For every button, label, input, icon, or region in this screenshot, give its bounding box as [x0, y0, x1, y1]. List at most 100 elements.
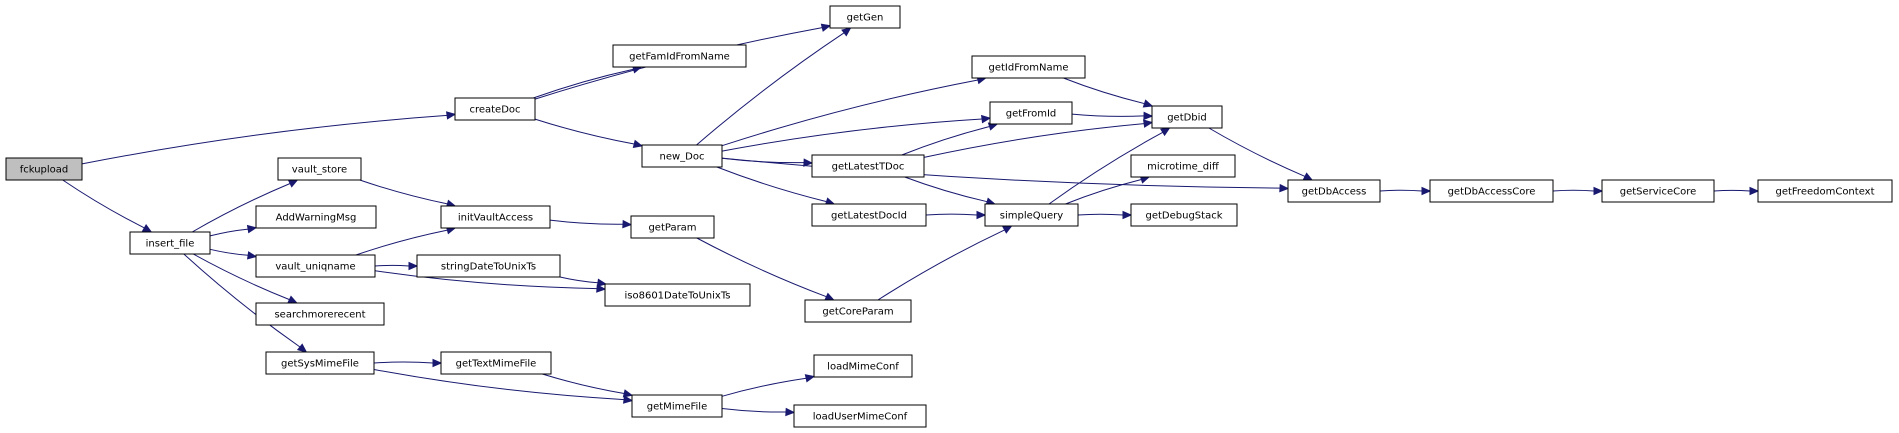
node-label: getDbAccessCore — [1448, 187, 1536, 198]
arrowhead — [432, 358, 443, 368]
node-getSysMimeFile[interactable]: getSysMimeFile — [265, 351, 375, 375]
node-loadUserMimeConf[interactable]: loadUserMimeConf — [793, 404, 927, 428]
node-label: getParam — [648, 223, 696, 234]
node-label: getDebugStack — [1146, 211, 1223, 222]
node-getParam[interactable]: getParam — [630, 215, 715, 239]
node-label: new_Doc — [660, 152, 705, 163]
arrowhead — [820, 23, 832, 32]
node-label: insert_file — [146, 239, 195, 250]
node-box — [813, 354, 913, 378]
edge-getLatestTDoc-to-simpleQuery — [904, 176, 997, 206]
node-searchmorerecent[interactable]: searchmorerecent — [255, 302, 385, 326]
arrowhead — [623, 395, 634, 404]
node-box — [811, 154, 925, 178]
arrowhead — [1302, 172, 1314, 181]
node-box — [604, 283, 751, 307]
node-label: getFamIdFromName — [629, 52, 730, 63]
node-vault_store[interactable]: vault_store — [277, 157, 362, 181]
node-label: getMimeFile — [647, 402, 707, 413]
node-getIdFromName[interactable]: getIdFromName — [971, 55, 1086, 79]
node-box — [793, 404, 927, 428]
node-getServiceCore[interactable]: getServiceCore — [1601, 179, 1715, 203]
node-getCoreParam[interactable]: getCoreParam — [804, 299, 912, 323]
node-label: vault_store — [292, 165, 347, 176]
edge-stringDateToUnixTs-to-iso8601DateToUnixTs — [559, 276, 608, 287]
edge-line — [1063, 77, 1145, 105]
node-getFromId[interactable]: getFromId — [989, 101, 1073, 125]
edge-getLatestTDoc-to-getDbid — [923, 119, 1154, 158]
node-iso8601DateToUnixTs[interactable]: iso8601DateToUnixTs — [604, 283, 751, 307]
node-simpleQuery[interactable]: simpleQuery — [984, 203, 1079, 227]
edge-simpleQuery-to-getDbid — [1048, 127, 1171, 205]
edge-line — [549, 219, 624, 225]
node-initVaultAccess[interactable]: initVaultAccess — [440, 205, 551, 229]
node-box — [631, 394, 723, 418]
arrowhead — [246, 224, 258, 234]
node-getDebugStack[interactable]: getDebugStack — [1130, 203, 1238, 227]
node-box — [804, 299, 912, 323]
edge-getSysMimeFile-to-getMimeFile — [373, 369, 634, 404]
node-getDbid[interactable]: getDbid — [1151, 105, 1223, 129]
arrowhead — [1142, 119, 1154, 128]
arrowhead — [1279, 183, 1290, 193]
edge-line — [1379, 189, 1423, 192]
node-getFamIdFromName[interactable]: getFamIdFromName — [612, 44, 747, 68]
node-label: createDoc — [469, 105, 520, 116]
node-AddWarningMsg[interactable]: AddWarningMsg — [255, 205, 377, 229]
arrowhead — [632, 139, 644, 149]
node-getFreedomContext[interactable]: getFreedomContext — [1757, 179, 1893, 203]
node-box — [811, 203, 927, 227]
node-label: simpleQuery — [1000, 211, 1063, 222]
node-insert_file[interactable]: insert_file — [129, 231, 211, 255]
edge-line — [716, 166, 827, 203]
node-createDoc[interactable]: createDoc — [454, 97, 536, 121]
node-vault_uniqname[interactable]: vault_uniqname — [255, 254, 376, 278]
edge-line — [877, 229, 1005, 301]
node-loadMimeConf[interactable]: loadMimeConf — [813, 354, 913, 378]
arrowhead — [1421, 186, 1432, 196]
arrowhead — [246, 251, 258, 260]
node-label: fckupload — [20, 165, 69, 176]
arrowhead — [1142, 99, 1154, 108]
edge-getLatestTDoc-to-getFromId — [901, 122, 999, 156]
edge-new_Doc-to-getDbAccess — [721, 157, 1290, 193]
node-label: getFromId — [1006, 109, 1057, 120]
node-new_Doc[interactable]: new_Doc — [641, 144, 723, 168]
edge-line — [192, 253, 290, 301]
node-label: getDbAccess — [1302, 187, 1367, 198]
edge-getCoreParam-to-simpleQuery — [877, 225, 1013, 301]
edge-line — [355, 229, 448, 256]
edge-new_Doc-to-getIdFromName — [721, 75, 987, 147]
edge-line — [533, 68, 634, 99]
arrowhead — [981, 114, 992, 124]
arrowhead — [803, 158, 814, 167]
edge-line — [373, 369, 625, 401]
node-microtime_diff[interactable]: microtime_diff — [1130, 154, 1236, 178]
node-label: AddWarningMsg — [276, 213, 357, 224]
node-stringDateToUnixTs[interactable]: stringDateToUnixTs — [416, 254, 561, 278]
arrowhead — [408, 261, 419, 271]
arrowhead — [1593, 186, 1604, 196]
node-getTextMimeFile[interactable]: getTextMimeFile — [440, 351, 552, 375]
node-box — [255, 205, 377, 229]
node-getMimeFile[interactable]: getMimeFile — [631, 394, 723, 418]
node-getLatestTDoc[interactable]: getLatestTDoc — [811, 154, 925, 178]
node-label: getCoreParam — [822, 307, 893, 318]
arrowhead — [841, 27, 852, 37]
node-getDbAccessCore[interactable]: getDbAccessCore — [1429, 179, 1554, 203]
edge-getSysMimeFile-to-getTextMimeFile — [373, 358, 443, 368]
node-box — [829, 5, 901, 29]
arrowhead — [622, 389, 634, 398]
node-label: microtime_diff — [1147, 162, 1220, 173]
edge-getFromId-to-getDbid — [1071, 111, 1154, 121]
arrowhead — [446, 111, 457, 120]
node-getGen[interactable]: getGen — [829, 5, 901, 29]
edge-line — [1552, 189, 1595, 192]
node-getDbAccess[interactable]: getDbAccess — [1287, 179, 1381, 203]
node-label: vault_uniqname — [275, 262, 355, 273]
edge-line — [721, 377, 807, 397]
node-fckupload[interactable]: fckupload — [5, 157, 83, 181]
node-getLatestDocId[interactable]: getLatestDocId — [811, 203, 927, 227]
edges-layer — [62, 23, 1760, 417]
arrowhead — [1143, 111, 1154, 121]
